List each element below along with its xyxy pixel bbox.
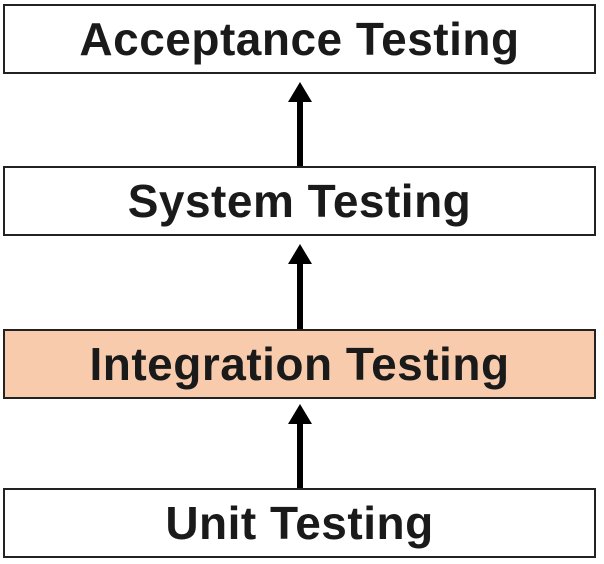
integration-testing-box: Integration Testing (3, 329, 596, 399)
system-testing-label: System Testing (127, 175, 472, 227)
arrow-integration-to-system (288, 244, 312, 329)
system-testing-box: System Testing (3, 166, 596, 236)
integration-testing-label: Integration Testing (89, 338, 510, 390)
acceptance-testing-label: Acceptance Testing (79, 13, 520, 65)
unit-testing-box: Unit Testing (3, 488, 596, 558)
arrow-unit-to-integration (288, 404, 312, 488)
acceptance-testing-box: Acceptance Testing (3, 4, 596, 74)
unit-testing-label: Unit Testing (165, 497, 434, 549)
arrow-system-to-acceptance (288, 82, 312, 166)
